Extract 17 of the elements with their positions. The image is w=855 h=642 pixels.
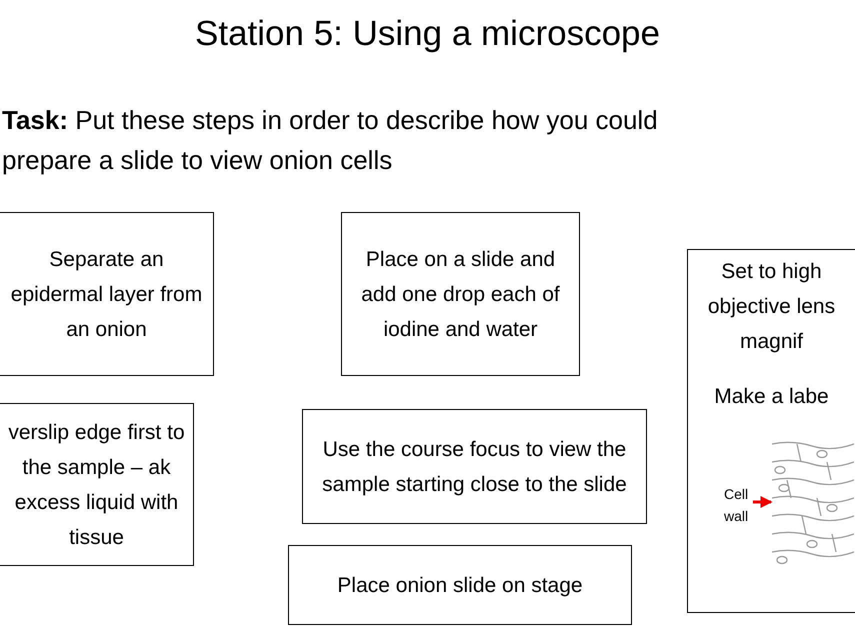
step-text: verslip edge first to the sample – ak excess liquid with tissue xyxy=(7,420,186,550)
step-card xyxy=(288,545,632,625)
step-card xyxy=(687,249,855,613)
step-text: Place on a slide and add one drop each of iodine and water xyxy=(360,246,561,342)
step-card xyxy=(302,409,647,524)
title: Station 5: Using a microscope xyxy=(194,13,661,55)
callout-label: Cell wall xyxy=(724,483,760,527)
task-text: Task: Put these steps in order to describe how you could prepare a slide to view onion cells xyxy=(2,104,659,177)
step-card xyxy=(341,212,580,376)
step-instruction: Make a labe xyxy=(713,384,830,410)
step-card xyxy=(0,212,214,376)
leader-arrow xyxy=(753,496,772,508)
step-text: Use the course focus to view the sample starting close to the slide xyxy=(321,436,628,498)
step-card xyxy=(0,403,194,566)
step-text: Place onion slide on stage xyxy=(336,572,584,598)
step-text: Set to high objective lens magnif xyxy=(706,259,836,355)
step-text: Separate an epidermal layer from an onion xyxy=(10,246,204,342)
